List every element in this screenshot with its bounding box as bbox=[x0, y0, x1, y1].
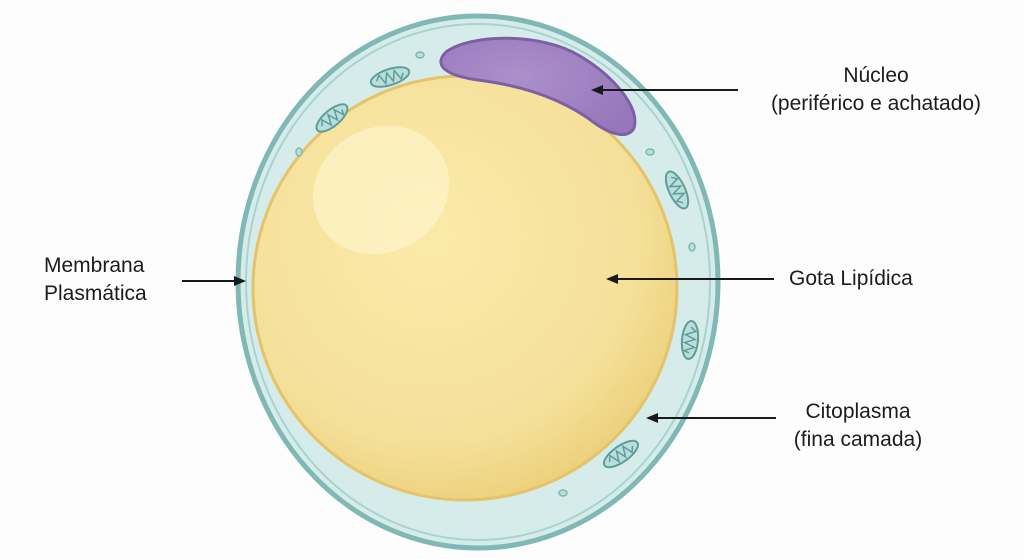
nucleus bbox=[439, 36, 637, 136]
vesicle-icon bbox=[558, 489, 568, 497]
cytoplasm-label: Citoplasma (fina camada) bbox=[776, 398, 940, 454]
vesicle-icon bbox=[688, 242, 696, 252]
vesicle-icon bbox=[295, 147, 303, 157]
cytoplasm-label-title: Citoplasma bbox=[805, 400, 911, 423]
nucleus-label-subtitle: (periférico e achatado) bbox=[770, 92, 982, 115]
lipid-droplet bbox=[251, 74, 679, 502]
membrane-label-line1: Membrana bbox=[44, 254, 145, 277]
mitochondrion-icon bbox=[664, 170, 690, 210]
lipid-droplet-label: Gota Lipídica bbox=[789, 265, 913, 293]
vesicle-icon bbox=[415, 51, 425, 59]
membrane-label: Membrana Plasmática bbox=[44, 252, 147, 308]
membrane-label-line2: Plasmática bbox=[44, 282, 147, 305]
vesicles bbox=[295, 51, 696, 497]
mitochondrion-icon bbox=[369, 66, 411, 88]
mitochondrion-icon bbox=[602, 439, 640, 469]
lipid-droplet-label-title: Gota Lipídica bbox=[789, 267, 913, 290]
mitochondrion-icon bbox=[680, 320, 700, 360]
vesicle-icon bbox=[645, 148, 655, 156]
cytoplasm-label-subtitle: (fina camada) bbox=[793, 428, 923, 451]
nucleus-label-title: Núcleo bbox=[843, 64, 909, 87]
mitochondrion-icon bbox=[315, 103, 349, 133]
plasma-membrane-inner-line bbox=[245, 23, 711, 541]
nucleus-label: Núcleo (periférico e achatado) bbox=[750, 62, 1002, 118]
lipid-droplet-highlight bbox=[312, 125, 450, 255]
